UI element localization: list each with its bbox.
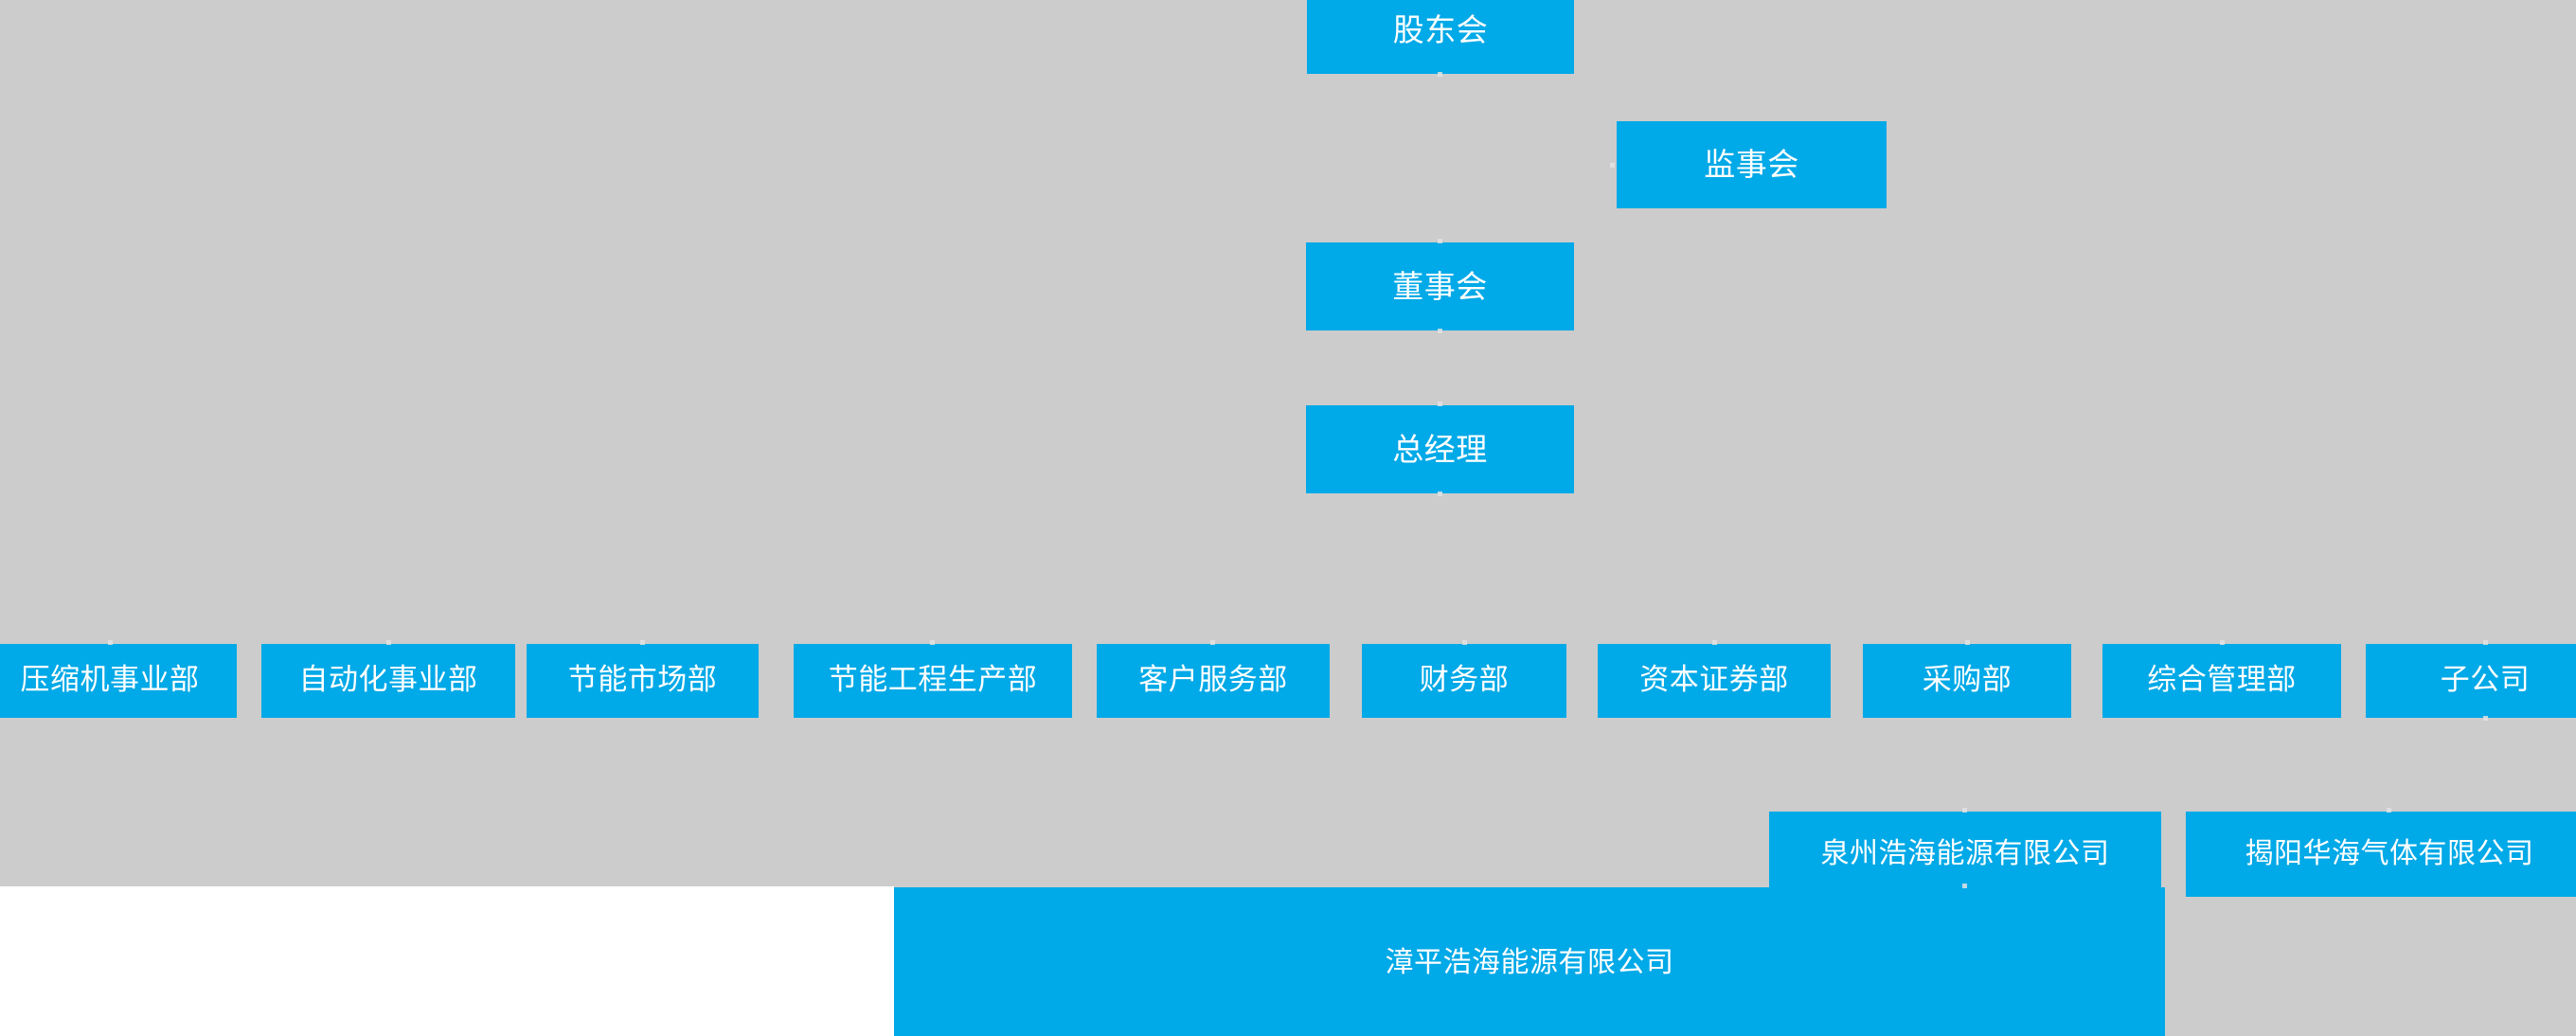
- node-sub-jieyang-label: 揭阳华海气体有限公司: [2245, 836, 2534, 870]
- node-dept-finance[interactable]: 财务部: [1362, 644, 1566, 718]
- node-dept-capital-label: 资本证券部: [1639, 663, 1789, 698]
- node-board-label: 董事会: [1392, 267, 1488, 305]
- node-shareholders[interactable]: 股东会: [1307, 0, 1574, 74]
- node-sub-quanzhou-label: 泉州浩海能源有限公司: [1820, 836, 2110, 870]
- node-supervisors-label: 监事会: [1704, 146, 1799, 184]
- node-general-manager-label: 总经理: [1392, 430, 1488, 468]
- node-dept-customer-label: 客户服务部: [1138, 663, 1288, 698]
- node-supervisors[interactable]: 监事会: [1617, 121, 1887, 208]
- connector-stub: [1438, 402, 1442, 406]
- node-dept-general[interactable]: 综合管理部: [2102, 644, 2341, 718]
- node-board[interactable]: 董事会: [1306, 242, 1574, 330]
- node-dept-general-label: 综合管理部: [2147, 663, 2297, 698]
- node-dept-finance-label: 财务部: [1419, 663, 1510, 698]
- node-dept-automation[interactable]: 自动化事业部: [261, 644, 515, 718]
- node-dept-automation-label: 自动化事业部: [298, 663, 478, 698]
- connector-stub: [1438, 329, 1442, 333]
- connector-stub: [2483, 716, 2488, 721]
- connector-stub: [386, 640, 391, 645]
- connector-stub: [930, 640, 935, 645]
- node-dept-es-market[interactable]: 节能市场部: [527, 644, 759, 718]
- node-shareholders-label: 股东会: [1392, 11, 1489, 49]
- connector-stub: [1965, 640, 1970, 645]
- node-dept-purchase-label: 采购部: [1922, 663, 2012, 698]
- node-sub-zhangping[interactable]: 漳平浩海能源有限公司: [894, 887, 2165, 1036]
- node-dept-purchase[interactable]: 采购部: [1863, 644, 2071, 718]
- connector-stub: [1962, 808, 1967, 813]
- connector-stub: [2387, 808, 2391, 813]
- node-dept-subsidiary-label: 子公司: [2440, 663, 2531, 698]
- node-sub-quanzhou[interactable]: 泉州浩海能源有限公司: [1769, 812, 2161, 897]
- node-sub-zhangping-label: 漳平浩海能源有限公司: [1385, 945, 1674, 979]
- node-dept-subsidiary[interactable]: 子公司: [2366, 644, 2576, 718]
- connector-stub: [1438, 72, 1442, 77]
- node-dept-customer[interactable]: 客户服务部: [1097, 644, 1330, 718]
- node-dept-compressor-label: 压缩机事业部: [20, 663, 200, 698]
- connector-stub: [2220, 640, 2225, 645]
- node-dept-compressor[interactable]: 压缩机事业部: [0, 644, 237, 718]
- connector-stub: [1438, 239, 1442, 243]
- connector-stub: [1210, 640, 1215, 645]
- node-dept-es-eng-prod-label: 节能工程生产部: [828, 663, 1038, 698]
- connector-stub: [640, 640, 645, 645]
- connector-stub: [1962, 884, 1967, 888]
- connector-stub: [2483, 640, 2488, 645]
- connector-stub: [1438, 491, 1442, 496]
- node-general-manager[interactable]: 总经理: [1306, 405, 1574, 493]
- node-dept-es-market-label: 节能市场部: [567, 663, 718, 698]
- backdrop-upper: [0, 0, 2576, 886]
- connector-stub: [1712, 640, 1717, 645]
- node-sub-jieyang[interactable]: 揭阳华海气体有限公司: [2186, 812, 2576, 897]
- connector-stub: [108, 640, 113, 645]
- node-dept-capital[interactable]: 资本证券部: [1598, 644, 1831, 718]
- connector-stub: [1462, 640, 1467, 645]
- node-dept-es-eng-prod[interactable]: 节能工程生产部: [794, 644, 1072, 718]
- connector-stub: [1610, 163, 1615, 168]
